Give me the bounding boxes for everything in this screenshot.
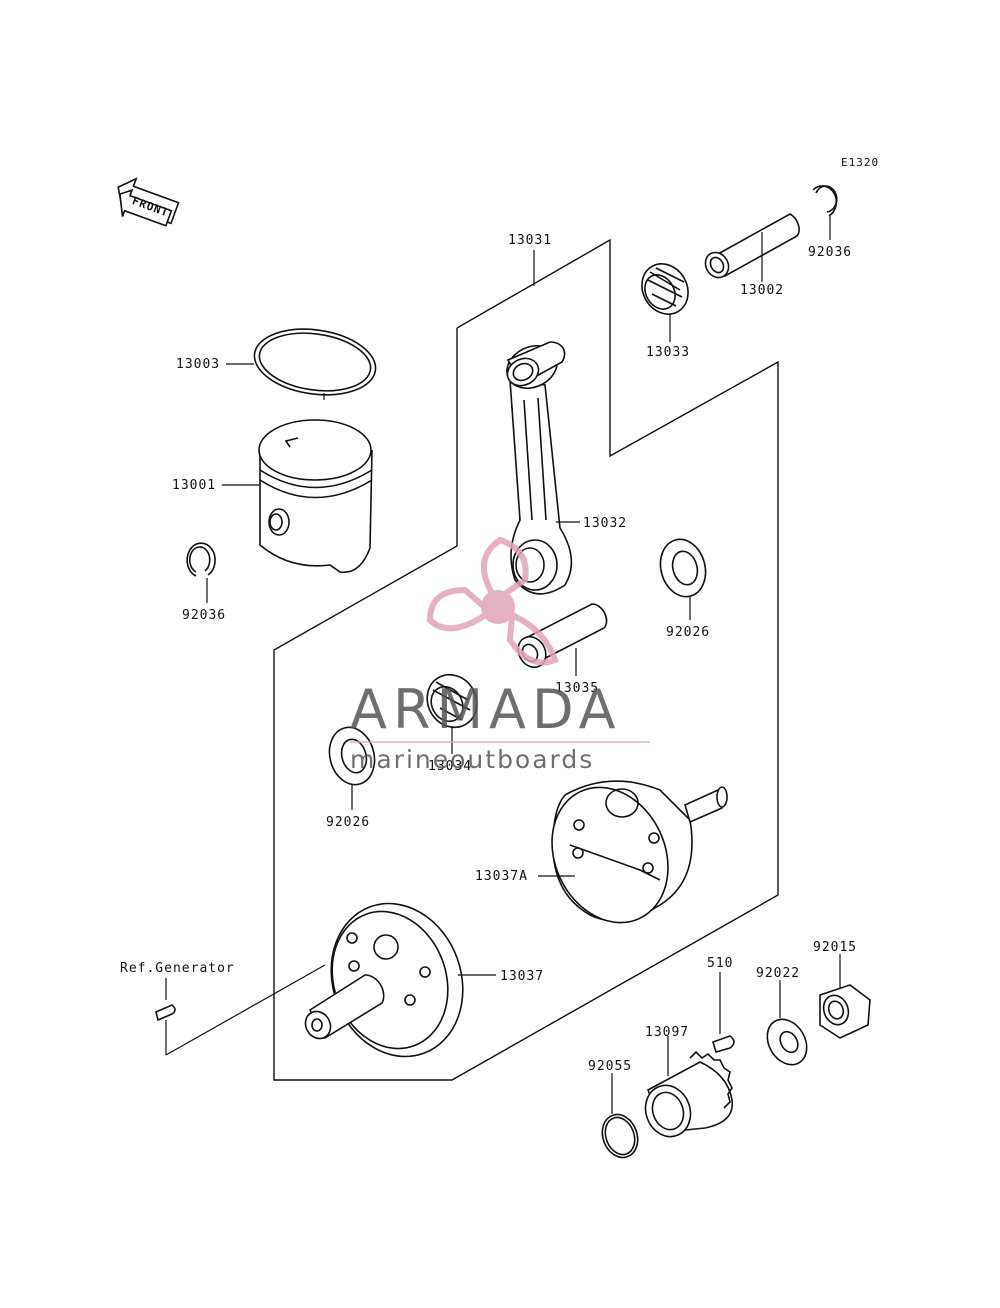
watermark-brand: ARMADA [350,678,622,741]
label-92026-right: 92026 [666,625,710,640]
watermark-tagline: marineoutboards [350,745,594,774]
part-13003-piston-ring: 13003 [176,328,377,400]
part-92022-washer: 92022 [756,966,808,1066]
part-13033-needle-bearing: 13033 [641,263,690,360]
part-13032-connecting-rod: 13032 [506,341,627,595]
label-13037a: 13037A [475,869,528,884]
diagram-code: E1320 [841,156,879,169]
part-13002-piston-pin: 13002 [704,213,800,298]
label-13032: 13032 [583,516,627,531]
part-92055-o-ring: 92055 [588,1059,639,1159]
part-13037-crankshaft-left: 13037 [304,902,544,1058]
part-13001-piston: 13001 [172,419,373,574]
part-510-woodruff-key: 510 [707,956,735,1053]
armada-logo-icon [426,536,559,666]
label-92036-top: 92036 [808,245,852,260]
label-92026-left: 92026 [326,815,370,830]
label-92036-left: 92036 [182,608,226,623]
part-13034-needle-bearing: 13034 [426,673,478,774]
front-arrow-icon: FRONT [117,177,180,227]
part-13037a-crankshaft-right: 13037A [475,780,728,924]
label-13002: 13002 [740,283,784,298]
part-ref-generator-key: Ref.Generator [120,961,235,1022]
label-92015: 92015 [813,940,857,955]
label-13001: 13001 [172,478,216,493]
assembly-frames [165,238,779,1081]
label-13034: 13034 [428,759,472,774]
label-92055: 92055 [588,1059,632,1074]
part-92036-circlip-left: 92036 [182,542,226,623]
part-92026-thrust-washer-right: 92026 [659,538,710,640]
label-510: 510 [707,956,733,971]
label-group-13031: 13031 [508,233,552,286]
label-13097: 13097 [645,1025,689,1040]
label-13031: 13031 [508,233,552,248]
part-13097-gear: 13097 [644,1025,734,1138]
label-13035: 13035 [555,681,599,696]
label-13003: 13003 [176,357,220,372]
label-13033: 13033 [646,345,690,360]
armada-watermark: ARMADA marineoutboards [350,536,650,774]
label-ref-generator: Ref.Generator [120,961,235,976]
label-92022: 92022 [756,966,800,981]
label-13037: 13037 [500,969,544,984]
part-92036-circlip-top: 92036 [808,185,852,260]
part-92015-nut: 92015 [813,940,871,1039]
